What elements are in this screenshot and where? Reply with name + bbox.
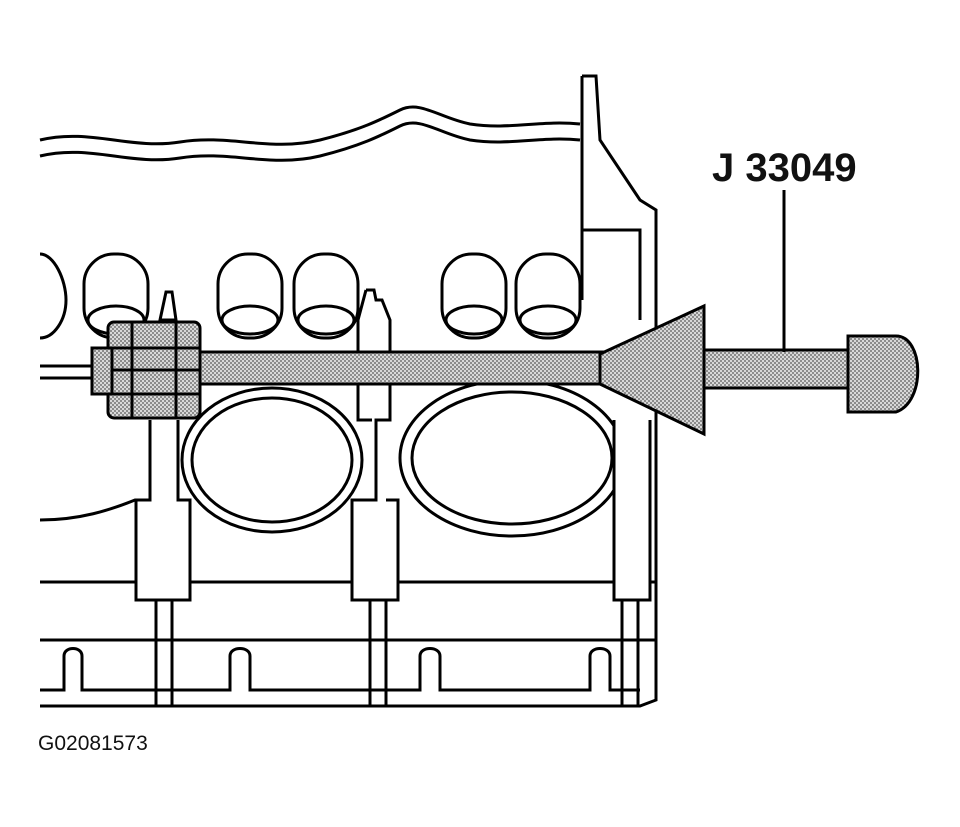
cylinder-bores [180,378,626,538]
valve-pocket [514,252,582,340]
tool-handle-shaft [698,348,862,390]
tool-expander-cone [598,303,706,437]
tool-bearing-adapter [90,320,202,420]
guide-tip [158,290,178,322]
tool-callout-label: J 33049 [712,146,857,190]
tool-shaft [198,350,612,386]
camshaft-bearing-tool [40,303,920,437]
block-top-break-edge-inner [39,121,581,162]
tool-threaded-end [40,364,92,380]
valve-pocket-partial [39,252,68,340]
block-top-break-edge [39,105,581,146]
figure-id-label: G02081573 [38,732,148,755]
lifter-guide [612,420,652,706]
valve-pocket [292,252,360,340]
block-right-edge [40,74,658,708]
valve-pocket [440,252,508,340]
cylinder-bore-inner [410,390,614,526]
valve-pocket [216,252,284,340]
block-bottom-crenel [40,647,640,692]
deck-line-upper [39,498,136,522]
cylinder-bore-inner [190,396,354,524]
tool-knob [846,334,920,414]
lifter-guide [134,420,192,706]
block-right-step [580,76,642,320]
